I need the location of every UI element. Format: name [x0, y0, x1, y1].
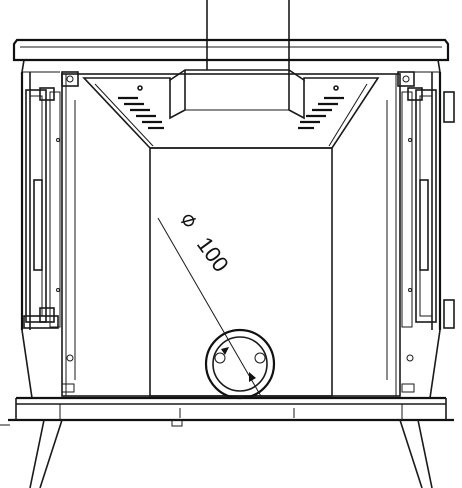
flue-pipe [206, 0, 290, 70]
upper-hinges [61, 71, 415, 87]
right-side-door [401, 87, 455, 329]
left-louvre-vents [118, 85, 164, 130]
flue-outlet-collar [204, 328, 276, 400]
base-plinth [0, 329, 454, 427]
stove-body-outline [20, 71, 442, 330]
diameter-symbol: ⌀ [178, 205, 202, 233]
right-louvre-vents [298, 85, 344, 130]
top-plate [12, 38, 450, 73]
legs [29, 419, 433, 488]
diameter-value: 100 [192, 232, 234, 276]
fixing-screws [56, 138, 415, 393]
diameter-dimension: ⌀ 100 [157, 205, 263, 399]
left-side-door [23, 87, 61, 329]
heat-shield [82, 69, 380, 397]
